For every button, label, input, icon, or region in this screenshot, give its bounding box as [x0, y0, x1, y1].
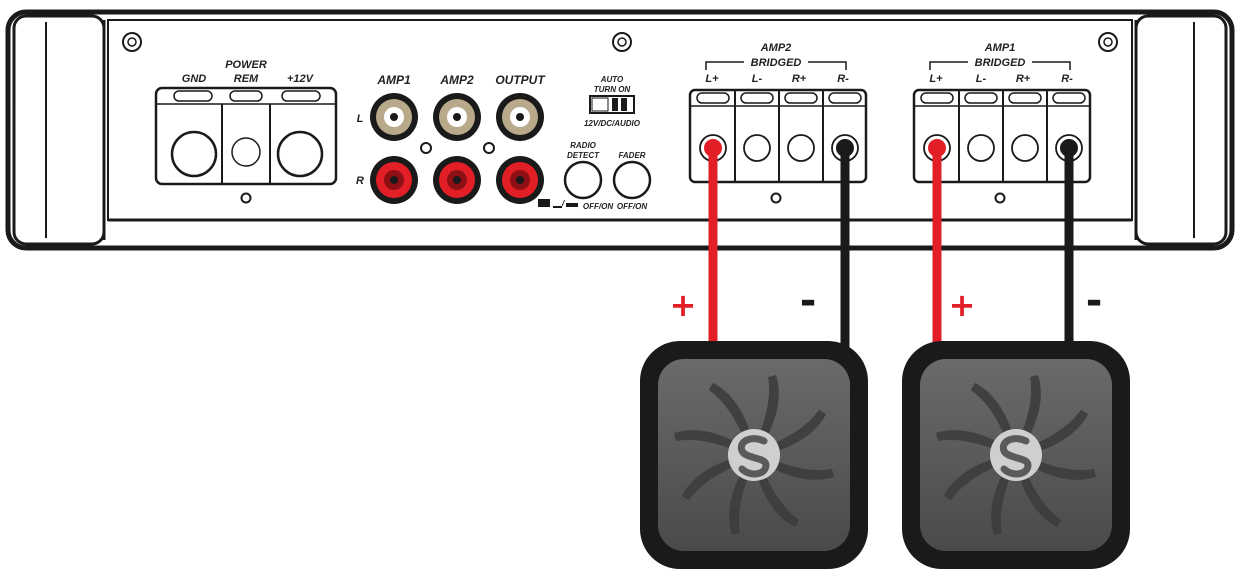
amp2-terminal-label: R-	[837, 73, 849, 85]
negative-sign: -	[800, 278, 817, 324]
amp2-r-plus-terminal	[787, 134, 815, 162]
speaker-left	[640, 341, 868, 569]
amp2-terminal-label: L+	[705, 73, 719, 85]
auto-turn-on-switch-area: AUTO TURN ON 12V/DC/AUDIO	[584, 75, 641, 128]
amp2-terminal-block: AMP2 BRIDGED L+ L- R+ R-	[688, 42, 868, 204]
detect-label: DETECT	[567, 151, 600, 160]
rem-terminal	[231, 137, 261, 167]
amp2-terminal-label: L-	[752, 73, 763, 85]
plus12v-label: +12V	[287, 73, 315, 85]
fader-label: FADER	[618, 151, 645, 160]
amp1-terminal-label: R-	[1061, 73, 1073, 85]
rca-section: AMP1 AMP2 OUTPUT L R	[356, 73, 546, 204]
amp1-bridged-label: BRIDGED	[975, 57, 1026, 69]
panel-screw-left	[122, 32, 142, 52]
rca-jack-output-left	[496, 93, 544, 141]
s-logo-icon	[728, 429, 780, 481]
gnd-terminal	[170, 130, 218, 178]
rca-jack-output-right	[496, 156, 544, 204]
speaker-right	[902, 341, 1130, 569]
amp1-terminal-block: AMP1 BRIDGED L+ L- R+ R-	[912, 42, 1092, 204]
rca-right-label: R	[356, 175, 364, 187]
amp2-l-minus-terminal	[743, 134, 771, 162]
amp1-title: AMP1	[984, 42, 1016, 54]
panel-screw-center	[612, 32, 632, 52]
radio-detect-knob	[563, 160, 603, 200]
fader-state-label: OFF/ON	[617, 202, 647, 211]
rca-output-label: OUTPUT	[495, 73, 546, 87]
amp1-r-plus-terminal	[1011, 134, 1039, 162]
amp1-terminal-label: L-	[976, 73, 987, 85]
fader-knob	[612, 160, 652, 200]
rca-amp1-label: AMP1	[376, 73, 411, 87]
negative-sign: -	[1086, 278, 1103, 324]
fader-knob-area: FADER OFF/ON	[612, 151, 652, 211]
speaker-wires	[704, 139, 1078, 352]
positive-sign: +	[670, 286, 697, 324]
rca-jack-amp2-left	[433, 93, 481, 141]
turn-on-label: TURN ON	[594, 85, 631, 94]
amp1-terminal-label: L+	[929, 73, 943, 85]
radio-state-label: OFF/ON	[583, 202, 613, 211]
panel-screw-right	[1098, 32, 1118, 52]
auto-label: AUTO	[600, 75, 624, 84]
gnd-label: GND	[182, 73, 207, 85]
rem-label: REM	[234, 73, 259, 85]
amplifier-chassis	[5, 9, 1235, 251]
rca-left-label: L	[357, 113, 364, 125]
rca-jack-amp1-right	[370, 156, 418, 204]
positive-sign: +	[949, 286, 976, 324]
s-logo-icon	[990, 429, 1042, 481]
rca-jack-amp1-left	[370, 93, 418, 141]
auto-options-label: 12V/DC/AUDIO	[584, 119, 641, 128]
amp2-terminal-label: R+	[792, 73, 807, 85]
rca-amp2-label: AMP2	[439, 73, 474, 87]
plus12v-terminal	[276, 130, 324, 178]
rca-jack-amp2-right	[433, 156, 481, 204]
amp1-terminal-label: R+	[1016, 73, 1031, 85]
amp2-title: AMP2	[760, 42, 792, 54]
auto-turn-on-switch	[589, 95, 635, 114]
svg-text:/: /	[561, 199, 565, 208]
amp2-bridged-label: BRIDGED	[751, 57, 802, 69]
radio-label: RADIO	[570, 141, 597, 150]
power-terminal-block: POWER GND REM +12V	[154, 59, 338, 204]
power-label: POWER	[225, 59, 267, 71]
radio-detect-knob-area: RADIO DETECT / OFF/ON	[538, 141, 613, 211]
amp1-l-minus-terminal	[967, 134, 995, 162]
